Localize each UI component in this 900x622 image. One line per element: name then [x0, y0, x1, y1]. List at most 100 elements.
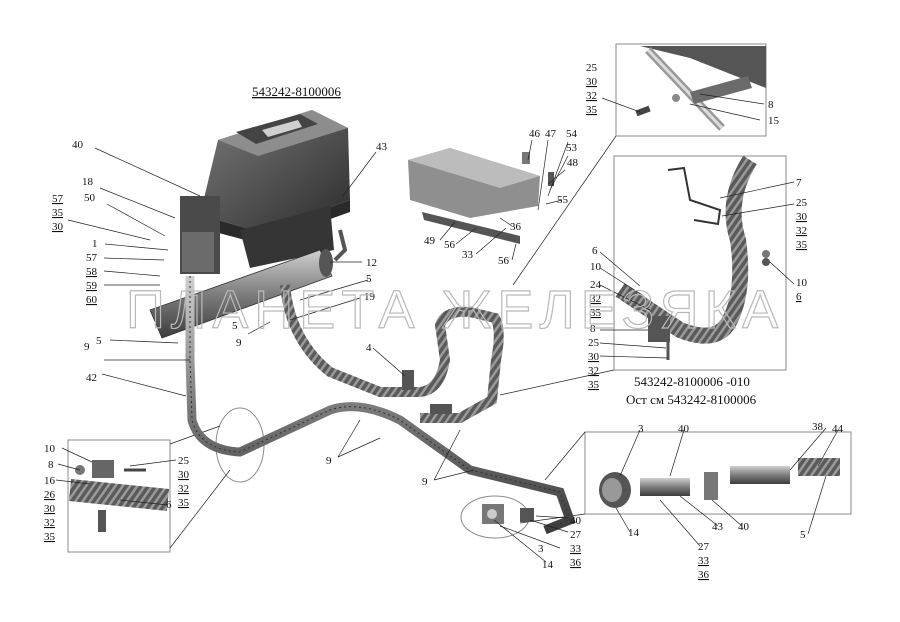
- callout-4: 4: [366, 342, 372, 354]
- callout-53: 53: [566, 142, 578, 154]
- callout-36b: 36: [698, 569, 710, 581]
- callout-10b: 10: [590, 261, 602, 273]
- callout-3: 3: [638, 423, 644, 435]
- variant-note: Ост см 543242-8100006: [626, 392, 757, 407]
- callout-5b: 5: [232, 320, 238, 332]
- detail-frame-hose-parts: [584, 431, 852, 515]
- callout-6: 6: [796, 291, 802, 303]
- callout-43b: 43: [712, 521, 724, 533]
- callout-56b: 56: [498, 255, 510, 267]
- callout-12: 12: [366, 257, 377, 269]
- callout-35d: 35: [590, 307, 602, 319]
- callout-14: 14: [628, 527, 640, 539]
- callout-35-group-a: 35: [586, 104, 598, 116]
- callout-24: 24: [590, 279, 602, 291]
- callout-40: 40: [72, 139, 84, 151]
- callout-32f: 32: [178, 483, 189, 495]
- callout-32-group-b: 32: [796, 225, 807, 237]
- callout-57: 57: [86, 252, 98, 264]
- callout-58: 58: [86, 266, 98, 278]
- callout-32-group-a: 32: [586, 90, 597, 102]
- callout-33: 33: [462, 249, 474, 261]
- callout-25-group-a: 25: [586, 62, 598, 74]
- callout-9: 9: [236, 337, 242, 349]
- callout-5c: 5: [96, 335, 102, 347]
- heater-hose-loop: [280, 284, 504, 423]
- detail-connector-lines: [169, 135, 617, 549]
- callout-30-group: 30: [52, 221, 64, 233]
- callout-48: 48: [567, 157, 579, 169]
- callout-50: 50: [84, 192, 96, 204]
- callout-38: 38: [812, 421, 824, 433]
- callout-19: 19: [364, 291, 376, 303]
- callout-9d: 9: [422, 476, 428, 488]
- hose-clamp-4: [402, 370, 414, 390]
- callout-36: 36: [510, 221, 522, 233]
- callout-10c: 10: [44, 443, 56, 455]
- callout-33c: 33: [570, 543, 582, 555]
- callout-8c: 8: [48, 459, 54, 471]
- callout-3b: 3: [538, 543, 544, 555]
- detail-bottom-left-parts: [68, 460, 170, 532]
- callout-14b: 14: [542, 559, 554, 571]
- callout-9c: 9: [326, 455, 332, 467]
- callout-9b: 9: [84, 341, 90, 353]
- variant-title: 543242-8100006 -010: [634, 374, 750, 389]
- callout-40d: 40: [570, 515, 582, 527]
- callout-35-group-b: 35: [796, 239, 808, 251]
- detail-frame-bottom-left: [67, 439, 171, 553]
- callout-16: 16: [44, 475, 56, 487]
- detail-variant-parts: [615, 155, 770, 360]
- callout-57-group: 57: [52, 193, 64, 205]
- callout-32d: 32: [588, 365, 599, 377]
- callout-59: 59: [86, 280, 98, 292]
- outlet-parts: [482, 504, 534, 524]
- callout-40b: 40: [678, 423, 690, 435]
- callout-40c: 40: [738, 521, 750, 533]
- callout-5: 5: [366, 273, 372, 285]
- callout-42: 42: [86, 372, 97, 384]
- callout-30d: 30: [588, 351, 600, 363]
- callout-60: 60: [86, 294, 98, 306]
- watermark: ПЛАНЕТА ЖЕЛЕЗЯКА: [126, 280, 784, 340]
- callout-27: 27: [698, 541, 710, 553]
- callout-8b: 8: [590, 323, 596, 335]
- callout-30-group-b: 30: [796, 211, 808, 223]
- callout-25c: 25: [588, 337, 600, 349]
- callout-56: 56: [444, 239, 456, 251]
- callout-35f: 35: [44, 531, 56, 543]
- callout-8: 8: [768, 99, 774, 111]
- callout-30e: 30: [44, 503, 56, 515]
- callout-25-group-b: 25: [796, 197, 808, 209]
- callout-49: 49: [424, 235, 436, 247]
- assembly-title: 543242-8100006: [252, 84, 341, 99]
- callout-10: 10: [796, 277, 808, 289]
- callout-43: 43: [376, 141, 388, 153]
- callout-6c: 6: [166, 499, 172, 511]
- callout-47: 47: [545, 128, 557, 140]
- callout-7: 7: [796, 177, 802, 189]
- detail-frame-top-right: [615, 43, 767, 137]
- callout-35-group: 35: [52, 207, 64, 219]
- callout-32e: 32: [44, 517, 55, 529]
- callout-30f: 30: [178, 469, 190, 481]
- callout-33b: 33: [698, 555, 710, 567]
- detail-hose-parts: [599, 458, 840, 508]
- callout-15: 15: [768, 115, 780, 127]
- callout-labels: 40 43 18 50 57 35 30 1 57 58 59 60 12 5 …: [44, 62, 844, 581]
- callout-26: 26: [44, 489, 56, 501]
- callout-18: 18: [82, 176, 94, 188]
- callout-54: 54: [566, 128, 578, 140]
- callout-1: 1: [92, 238, 98, 250]
- callout-44: 44: [832, 423, 844, 435]
- callout-36c: 36: [570, 557, 582, 569]
- callout-5d: 5: [800, 529, 806, 541]
- callout-32c: 32: [590, 293, 601, 305]
- mounting-bracket: [408, 148, 554, 244]
- detail-top-right-parts: [618, 46, 766, 131]
- callout-55: 55: [557, 194, 569, 206]
- exhaust-muffler: [149, 249, 333, 339]
- callout-30-group-a: 30: [586, 76, 598, 88]
- heater-unit: [180, 110, 350, 274]
